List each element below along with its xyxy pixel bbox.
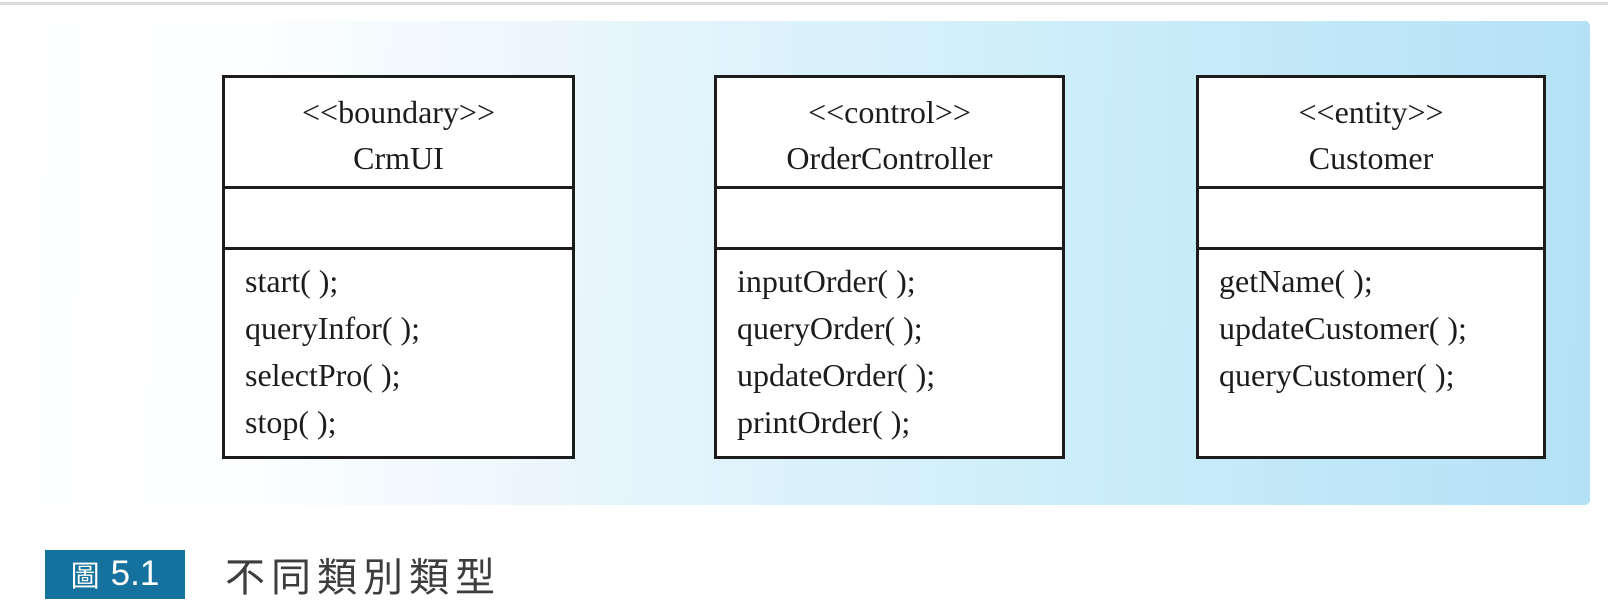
top-divider	[0, 2, 1608, 5]
uml-class-box-control: <<control>> OrderController inputOrder( …	[714, 75, 1065, 459]
class-method: start( );	[245, 263, 339, 299]
class-method: selectPro( );	[245, 357, 401, 393]
class-method: printOrder( );	[737, 404, 911, 440]
figure-caption: 圖 5.1 不同類別類型	[45, 545, 501, 603]
figure-panel: <<boundary>> CrmUI start( ); queryInfor(…	[8, 21, 1590, 505]
class-method: inputOrder( );	[737, 263, 916, 299]
class-stereotype: <<boundary>>	[301, 94, 496, 130]
class-methods-section: start( ); queryInfor( ); selectPro( ); s…	[225, 247, 572, 456]
class-name: Customer	[1308, 140, 1434, 176]
class-header: <<control>> OrderController	[717, 78, 1062, 186]
class-header: <<entity>> Customer	[1199, 78, 1543, 186]
class-method: updateOrder( );	[737, 357, 936, 393]
class-stereotype: <<entity>>	[1298, 94, 1444, 130]
class-name: CrmUI	[353, 140, 444, 176]
figure-badge-number: 5.1	[110, 554, 160, 593]
class-attributes-section	[1199, 186, 1543, 247]
class-method: updateCustomer( );	[1219, 310, 1467, 346]
class-method: queryOrder( );	[737, 310, 923, 346]
class-method: stop( );	[245, 404, 337, 440]
class-header: <<boundary>> CrmUI	[225, 78, 572, 186]
uml-class-box-boundary: <<boundary>> CrmUI start( ); queryInfor(…	[222, 75, 575, 459]
figure-number-badge: 圖 5.1	[45, 549, 185, 599]
class-method: getName( );	[1219, 263, 1373, 299]
class-methods-section: getName( ); updateCustomer( ); queryCust…	[1199, 247, 1543, 456]
class-stereotype: <<control>>	[808, 94, 971, 130]
class-method: queryInfor( );	[245, 310, 421, 346]
class-method: queryCustomer( );	[1219, 357, 1455, 393]
figure-caption-text: 不同類別類型	[225, 556, 501, 600]
class-methods-section: inputOrder( ); queryOrder( ); updateOrde…	[717, 247, 1062, 456]
class-attributes-section	[717, 186, 1062, 247]
class-attributes-section	[225, 186, 572, 247]
class-name: OrderController	[786, 140, 993, 176]
uml-class-box-entity: <<entity>> Customer getName( ); updateCu…	[1196, 75, 1546, 459]
figure-badge-prefix: 圖	[70, 561, 100, 593]
